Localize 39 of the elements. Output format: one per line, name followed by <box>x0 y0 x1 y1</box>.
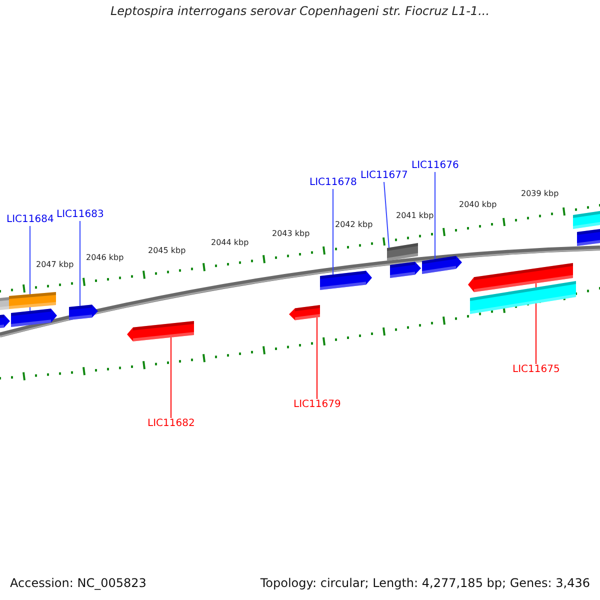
gene-label: LIC11683 <box>56 209 104 221</box>
scale-label: 2042 kbp <box>335 220 373 230</box>
gene-label: LIC11678 <box>310 177 357 189</box>
leader-line <box>384 182 390 248</box>
gene-label: LIC11677 <box>360 170 408 182</box>
scale-label: 2046 kbp <box>86 253 124 263</box>
footer-text: Accession: NC_005823 <box>10 576 146 590</box>
gene-bar <box>387 243 418 261</box>
scale-label: 2045 kbp <box>148 246 186 256</box>
scale-label: 2041 kbp <box>396 211 434 221</box>
gene-label: LIC11682 <box>148 418 195 430</box>
gene-feature <box>69 304 98 320</box>
gene-feature <box>320 270 372 290</box>
scale-label: 2039 kbp <box>521 189 559 199</box>
leader-line <box>170 336 172 418</box>
gene-bar <box>577 229 600 246</box>
scale-label: 2040 kbp <box>459 200 497 210</box>
leader-line <box>434 172 436 260</box>
gene-label: LIC11675 <box>512 364 560 376</box>
leader-line <box>316 316 318 400</box>
gene-feature <box>289 305 320 321</box>
gene-feature <box>422 255 462 274</box>
title: Leptospira interrogans serovar Copenhageni str. Fiocruz L1-1... <box>109 4 491 18</box>
gene-feature <box>127 321 194 342</box>
gene-label: LIC11676 <box>412 160 459 172</box>
gene-feature <box>468 263 573 293</box>
gene-bar <box>9 292 56 309</box>
leader-line <box>332 188 334 275</box>
gene-label: LIC11679 <box>294 399 341 411</box>
gene-feature <box>0 314 10 328</box>
footer-text: Topology: circular; Length: 4,277,185 bp; Genes: 3,436 <box>260 576 590 590</box>
scale-label: 2043 kbp <box>272 229 310 239</box>
gene-feature <box>390 261 421 278</box>
gene-bar <box>573 211 600 229</box>
gene-bar <box>470 281 576 314</box>
gene-bar <box>0 297 10 310</box>
scale-label: 2044 kbp <box>211 238 249 248</box>
scale-label: 2047 kbp <box>36 260 74 270</box>
gene-label: LIC11684 <box>6 214 54 226</box>
